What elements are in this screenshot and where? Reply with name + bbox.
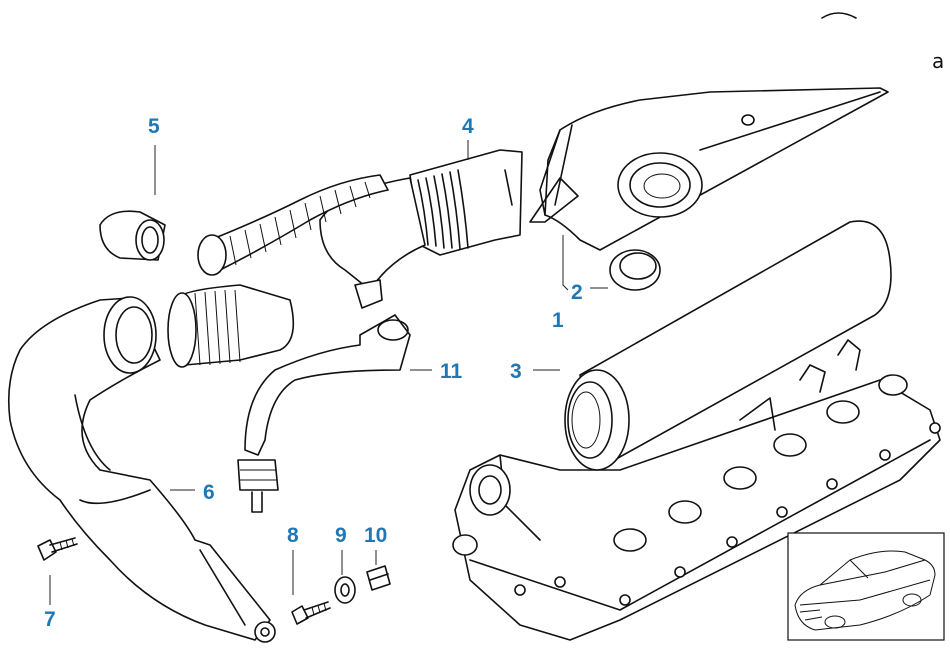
corner-glyph: a	[932, 49, 944, 73]
manifold-bolt-holes	[514, 422, 941, 606]
breather-pipe-part[interactable]	[237, 314, 411, 513]
corrugation	[229, 181, 371, 266]
coupling-ribs	[194, 289, 241, 366]
callout-5[interactable]: 5	[148, 115, 160, 138]
intake-hose-part[interactable]	[167, 149, 523, 368]
washer-part[interactable]	[334, 576, 356, 604]
seal-ring-part[interactable]	[609, 249, 661, 291]
callout-1[interactable]: 1	[552, 309, 564, 332]
rubber-sleeve-part[interactable]	[99, 210, 166, 261]
callouts: 1 2 3 4 5 6 7 8 9 10 11	[44, 115, 583, 631]
callout-7[interactable]: 7	[44, 608, 56, 631]
bolt-part[interactable]	[37, 537, 78, 561]
callout-4[interactable]: 4	[462, 115, 474, 138]
leader-lines	[49, 140, 608, 605]
callout-11[interactable]: 11	[440, 360, 463, 383]
car-outline-icon	[794, 550, 936, 631]
screw-part[interactable]	[291, 601, 331, 625]
callout-2[interactable]: 2	[571, 281, 583, 304]
vehicle-inset	[787, 532, 945, 641]
callout-9[interactable]: 9	[335, 524, 347, 547]
callout-6[interactable]: 6	[203, 481, 215, 504]
bellows-ribs	[417, 169, 469, 250]
corner-mark: a	[821, 12, 944, 73]
clip-nut-part[interactable]	[366, 565, 391, 591]
callout-10[interactable]: 10	[364, 524, 387, 547]
callout-8[interactable]: 8	[287, 524, 299, 547]
manifold-ports	[613, 374, 908, 552]
manifold-assembly-part[interactable]	[452, 220, 941, 641]
intake-cover-part[interactable]	[529, 87, 889, 251]
callout-3[interactable]: 3	[510, 360, 522, 383]
air-duct-part[interactable]	[7, 296, 276, 643]
